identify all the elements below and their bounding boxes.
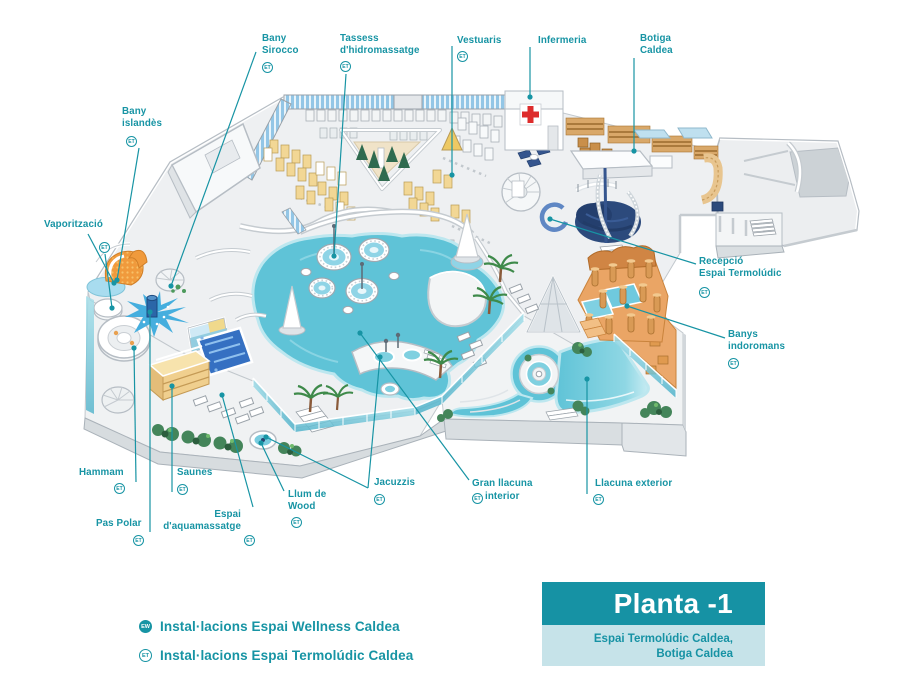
glass-pyramid — [525, 274, 582, 333]
tree-court — [339, 128, 442, 191]
badge-et-hammam: ET — [114, 483, 125, 494]
leader-gran-llacuna — [357, 330, 470, 481]
balusters — [584, 259, 662, 335]
navy-machine — [711, 201, 724, 212]
palm — [322, 384, 354, 411]
leader-banys-indoromans — [624, 303, 726, 339]
label-tassess: Tassess d'hidromassatge — [340, 33, 420, 56]
floor-subtitle: Espai Termolúdic Caldea, Botiga Caldea — [542, 625, 765, 666]
badge-et-espai-aquamassatge: ET — [244, 535, 255, 546]
badge-et-llacuna-exterior: ET — [593, 494, 604, 505]
leader-vaporitzacio — [87, 233, 117, 311]
label-saunes: Saunes — [177, 467, 213, 478]
palm — [472, 285, 508, 315]
aquamassage-pool — [196, 326, 254, 377]
sirocco-tower — [155, 268, 186, 293]
badge-et-gran-llacuna: ET — [472, 493, 483, 504]
spiral-stairs — [574, 167, 641, 244]
title-box: Planta -1 Espai Termolúdic Caldea, Botig… — [542, 582, 765, 666]
grotto-rocks — [587, 245, 657, 271]
badge-et-bany-sirocco: ET — [262, 62, 273, 73]
label-pas-polar: Pas Polar — [96, 518, 142, 529]
label-banys-indoromans: Banys indoromans — [728, 329, 786, 352]
leader-botiga — [631, 58, 637, 154]
jacuzzi-bridge — [351, 332, 453, 381]
legend-espai-termoludic: ET Instal·lacions Espai Termolúdic Calde… — [139, 648, 413, 663]
reception-area — [474, 167, 641, 316]
label-recepcio: Recepció Espai Termolúdic — [699, 256, 782, 279]
right-wing-room — [678, 136, 862, 253]
label-llum-de-wood: Llum de Wood — [288, 489, 327, 512]
badge-et-recepcio: ET — [699, 287, 710, 298]
legend-espai-wellness: EW Instal·lacions Espai Wellness Caldea — [139, 619, 400, 634]
botiga-area — [565, 117, 719, 180]
leader-vestuaris — [449, 46, 455, 178]
leader-llum-de-wood — [258, 440, 285, 492]
leader-hammam — [131, 345, 137, 483]
conifer-trees — [356, 144, 410, 181]
label-gran-llacuna-line2: interior — [485, 491, 520, 502]
badge-et-jacuzzis: ET — [374, 494, 385, 505]
blue-ring — [539, 202, 569, 232]
vestuaris-area — [86, 94, 551, 294]
exterior-terrace — [437, 274, 672, 422]
label-botiga-caldea: Botiga Caldea — [640, 33, 673, 56]
label-espai-aquamassatge: Espai d'aquamassatge — [163, 509, 241, 532]
badge-ew-legend: EW — [139, 620, 152, 633]
legend-termoludic-text: Instal·lacions Espai Termolúdic Caldea — [160, 648, 414, 663]
label-bany-islandes: Bany islandès — [122, 106, 163, 129]
badge-et-bany-islandes: ET — [126, 136, 137, 147]
indo-fence — [613, 333, 677, 398]
legend-wellness-text: Instal·lacions Espai Wellness Caldea — [160, 619, 400, 634]
shop-shelves — [565, 117, 719, 160]
leader-tassess — [331, 73, 347, 259]
leader-bany-sirocco — [168, 51, 257, 289]
label-hammam: Hammam — [79, 467, 124, 478]
indo-roman-baths — [577, 245, 677, 398]
label-jacuzzis: Jacuzzis — [374, 477, 416, 488]
display-tables — [633, 127, 713, 139]
island — [518, 353, 560, 395]
badge-et-saunes: ET — [177, 484, 188, 495]
floor-title: Planta -1 — [542, 582, 765, 625]
lounge-chairs — [192, 395, 265, 425]
leader-jacuzzis — [263, 354, 383, 489]
pas-polar-tower — [146, 294, 158, 318]
greenery — [152, 424, 302, 457]
vapor-structure — [93, 298, 123, 321]
leader-infermeria — [527, 47, 533, 100]
badge-et-tassess: ET — [340, 61, 351, 72]
badge-et-llum-de-wood: ET — [291, 517, 302, 528]
label-vestuaris: Vestuaris — [457, 35, 502, 46]
leader-espai-aquamassatge — [219, 392, 254, 508]
palm — [483, 253, 519, 283]
terrace-loungers — [456, 283, 540, 369]
badge-et-legend: ET — [139, 649, 152, 662]
palm-trees — [293, 253, 519, 413]
leader-pas-polar — [147, 309, 153, 532]
palm — [293, 383, 329, 413]
badge-et-vaporitzacio: ET — [99, 242, 110, 253]
leader-recepcio — [547, 216, 697, 265]
label-gran-llacuna: Gran llacuna — [472, 478, 533, 489]
saunes-cabin — [148, 345, 211, 402]
badge-et-vestuaris: ET — [457, 51, 468, 62]
leader-lines — [87, 46, 726, 532]
badge-et-banys-indoromans: ET — [728, 358, 739, 369]
spiral-platform — [101, 386, 135, 414]
glass-fence-left — [86, 296, 94, 414]
palm — [423, 349, 459, 379]
badge-et-pas-polar: ET — [133, 535, 144, 546]
label-infermeria: Infermeria — [538, 35, 587, 46]
red-cross-icon — [519, 103, 542, 126]
leader-saunes — [169, 383, 175, 492]
leader-llacuna-exterior — [584, 376, 590, 494]
big-spiral-stair — [501, 172, 541, 212]
infermeria-building — [504, 90, 564, 151]
left-pool-complex — [86, 242, 267, 414]
label-bany-sirocco: Bany Sirocco — [262, 33, 299, 56]
label-vaporitzacio: Vaporització — [44, 219, 103, 230]
label-llacuna-exterior: Llacuna exterior — [595, 478, 673, 489]
